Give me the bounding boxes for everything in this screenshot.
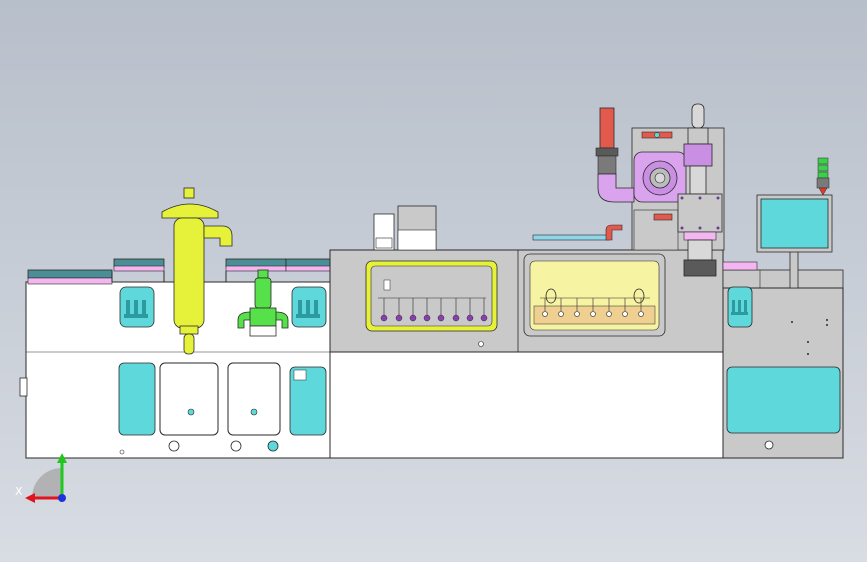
inspection-window-left[interactable] — [365, 260, 498, 332]
access-doors[interactable] — [118, 362, 327, 455]
signal-tower — [816, 157, 830, 196]
coolant-pipe[interactable] — [532, 224, 623, 241]
pump-unit[interactable] — [237, 269, 289, 337]
vent-panel-1 — [119, 286, 155, 328]
inspection-window-right[interactable] — [523, 253, 666, 337]
control-monitor[interactable] — [756, 194, 833, 289]
vent-panel-2 — [291, 286, 327, 328]
top-enclosure — [373, 205, 437, 251]
x-axis-label: X — [15, 485, 23, 498]
main-frame-right[interactable] — [722, 261, 844, 459]
filter-housing[interactable] — [161, 187, 233, 355]
vertical-shaft[interactable] — [677, 103, 723, 277]
axis-triad: Y X — [15, 444, 67, 503]
drive-motor[interactable] — [595, 107, 687, 221]
y-axis-label: Y — [57, 444, 65, 457]
